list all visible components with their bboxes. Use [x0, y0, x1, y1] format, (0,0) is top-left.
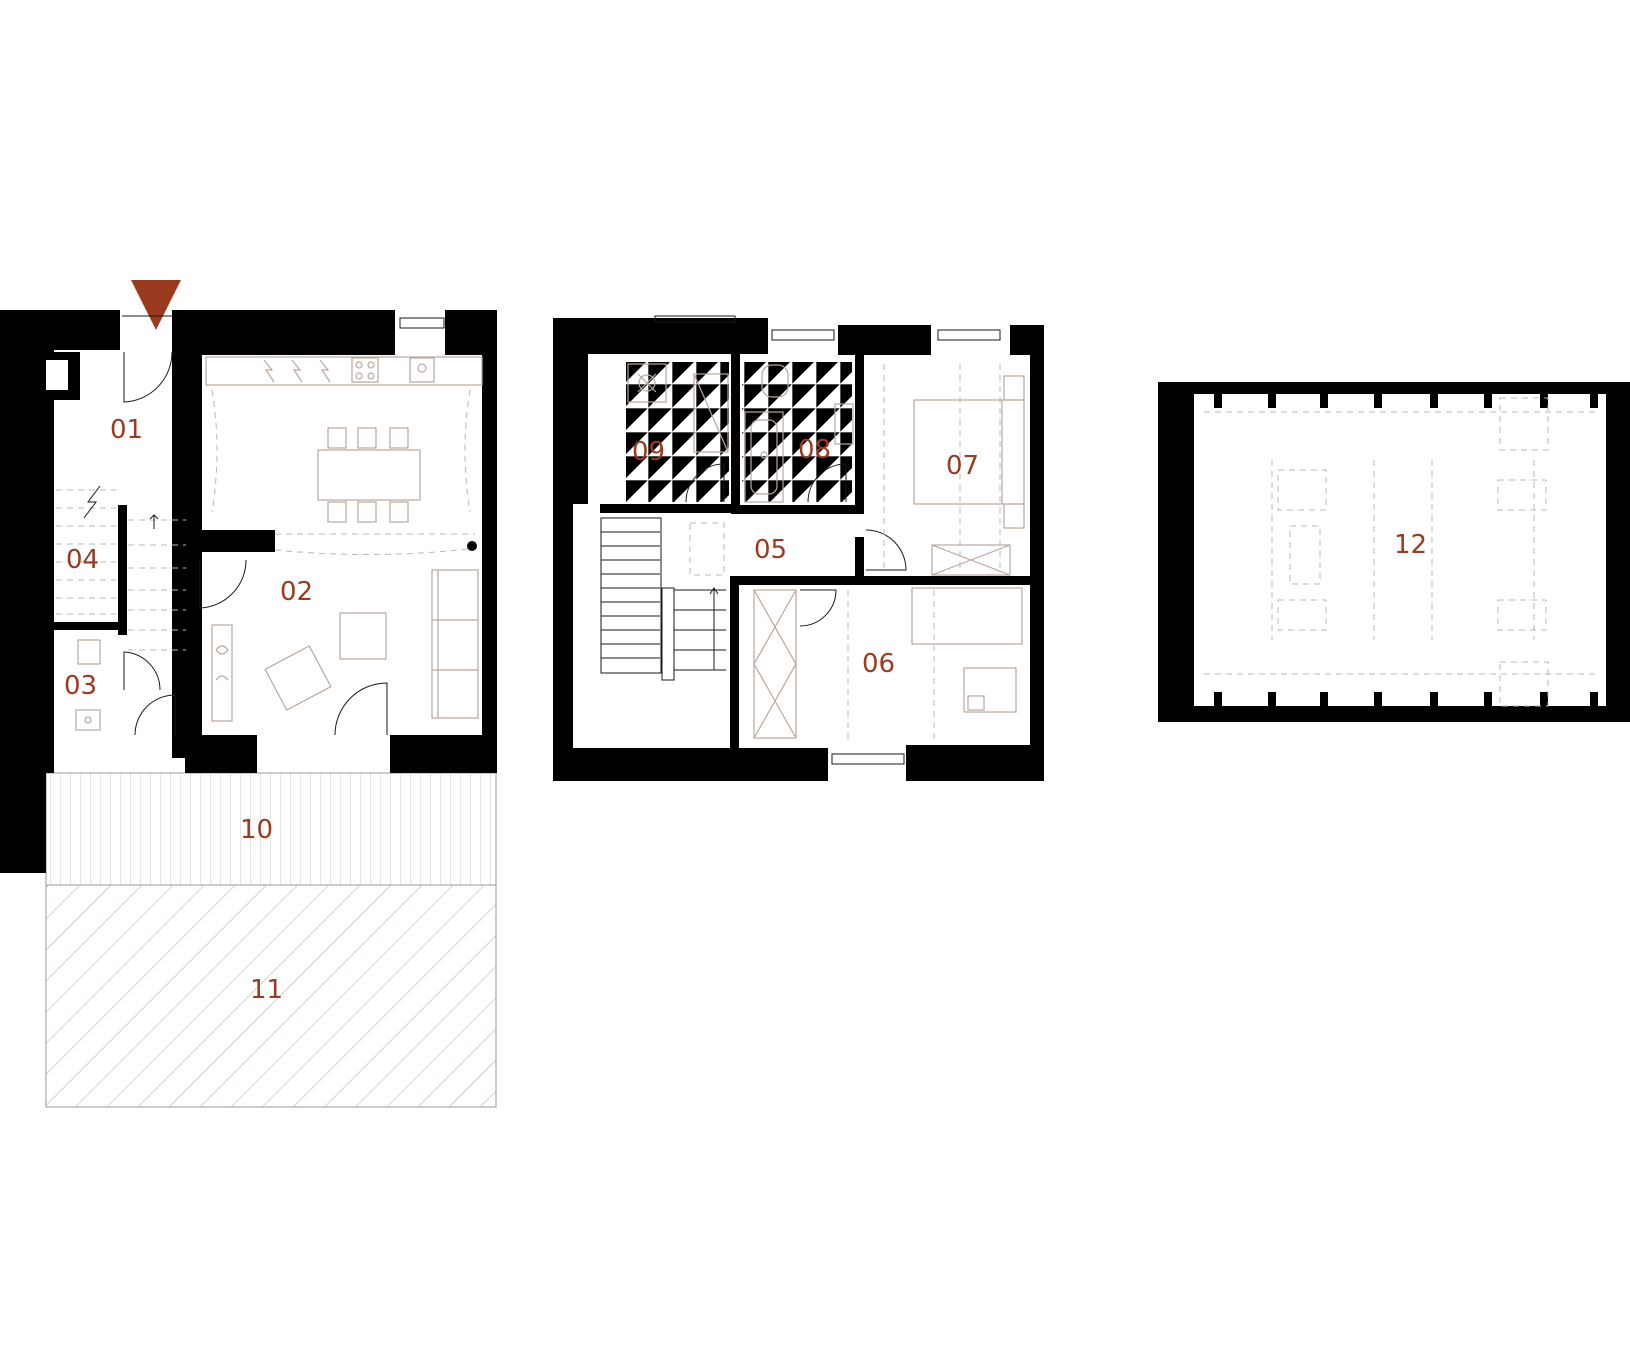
room-label-10: 10	[240, 815, 273, 845]
kitchen-counter	[205, 356, 483, 386]
living-furniture	[211, 569, 479, 722]
ground-floor-doors	[123, 351, 388, 736]
room-label-02: 02	[280, 577, 313, 607]
bedroom-07-furniture	[883, 329, 1025, 576]
room-label-09: 09	[632, 437, 665, 467]
bedroom-06-furniture	[753, 587, 1023, 765]
stairs-ground	[56, 485, 186, 651]
attic-beams	[1214, 394, 1598, 706]
dining-table	[317, 427, 421, 523]
room-label-08: 08	[798, 435, 831, 465]
room-label-06: 06	[862, 649, 895, 679]
room-labels: 01 02 03 04 05 06 07 08 09 10 11 12	[64, 415, 1427, 1005]
bathroom-08-tiles	[742, 362, 852, 502]
ground-floor	[0, 280, 497, 1108]
entrance-arrow-icon	[131, 280, 181, 330]
room-label-01: 01	[110, 415, 143, 445]
attic-outlines	[1204, 397, 1600, 707]
attic-floor	[1158, 382, 1630, 722]
wc-fixtures	[75, 639, 101, 731]
room-label-11: 11	[250, 975, 283, 1005]
room-label-07: 07	[946, 451, 979, 481]
bathroom-09-fixtures	[627, 363, 729, 503]
terrace-area	[45, 772, 497, 886]
room-label-03: 03	[64, 671, 97, 701]
stairs-first	[600, 517, 726, 681]
first-floor	[553, 315, 1044, 781]
ground-floor-walls	[0, 310, 497, 873]
first-floor-walls	[553, 318, 1044, 781]
bathroom-09-tiles	[626, 362, 729, 502]
room-label-12: 12	[1394, 530, 1427, 560]
room-label-04: 04	[66, 545, 99, 575]
bathroom-08-fixtures	[744, 364, 854, 503]
room-label-05: 05	[754, 535, 787, 565]
garden-area	[45, 884, 497, 1108]
attic-walls	[1158, 382, 1630, 722]
